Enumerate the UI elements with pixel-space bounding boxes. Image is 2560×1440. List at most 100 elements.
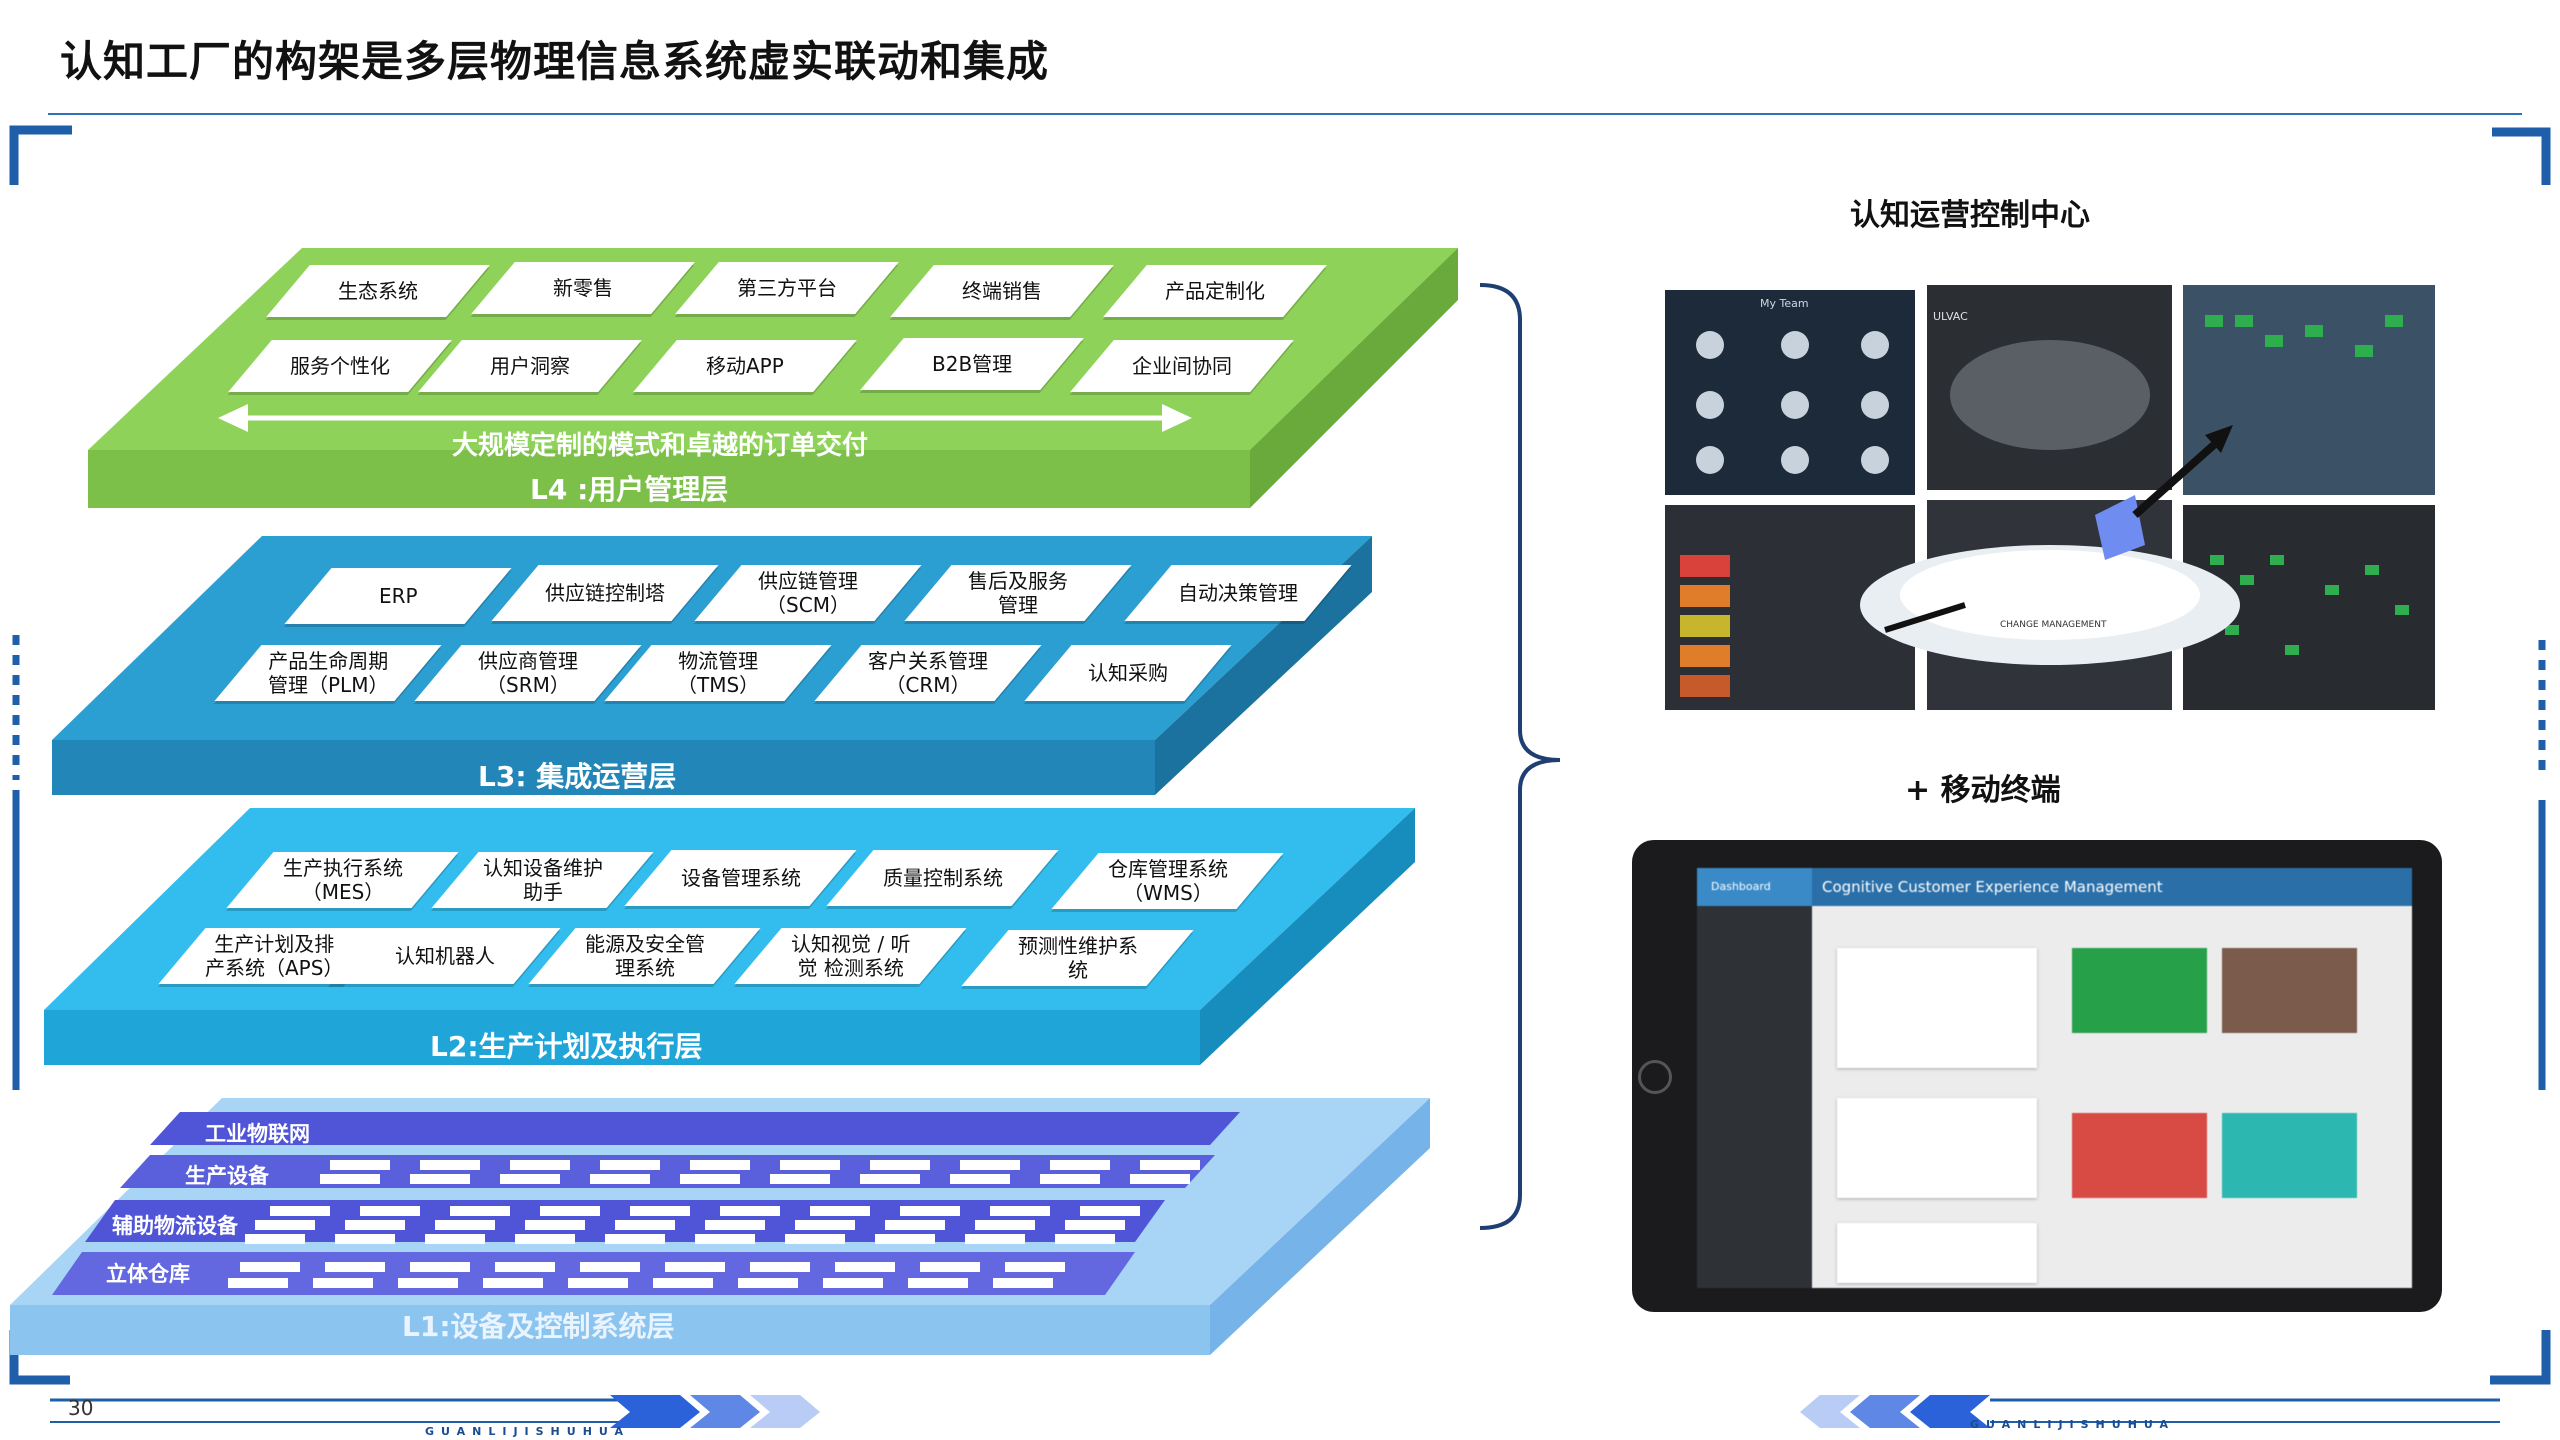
l1-device-cell bbox=[600, 1160, 660, 1170]
l1-band-logistics-equipment: 辅助物流设备 bbox=[112, 1214, 238, 1238]
l1-device-cell bbox=[823, 1278, 883, 1288]
l1-device-cell bbox=[313, 1278, 373, 1288]
l1-device-cell bbox=[630, 1206, 690, 1216]
l1-device-cell bbox=[410, 1262, 470, 1272]
l1-device-cell bbox=[705, 1220, 765, 1230]
l1-device-cell bbox=[1040, 1174, 1100, 1184]
l1-device-cell bbox=[525, 1220, 585, 1230]
popular-devices-card bbox=[1837, 1098, 2037, 1198]
l1-device-cell bbox=[720, 1206, 780, 1216]
tablet-device: Cognitive Customer Experience Management… bbox=[1632, 840, 2442, 1312]
l1-band-production-equipment: 生产设备 bbox=[185, 1164, 269, 1188]
page-number: 30 bbox=[68, 1396, 94, 1420]
l1-device-cell bbox=[245, 1234, 305, 1244]
l1-device-cell bbox=[495, 1262, 555, 1272]
l1-device-cell bbox=[835, 1262, 895, 1272]
whats-new-card bbox=[1837, 1223, 2037, 1283]
l1-device-cell bbox=[1130, 1174, 1190, 1184]
l1-device-cell bbox=[785, 1234, 845, 1244]
dashboard-screen: Cognitive Customer Experience Management… bbox=[1697, 868, 2412, 1288]
l1-device-cell bbox=[335, 1234, 395, 1244]
alerts-card-red bbox=[2072, 1113, 2207, 1198]
l1-device-cell bbox=[885, 1220, 945, 1230]
l1-device-cell bbox=[860, 1174, 920, 1184]
l1-device-cell bbox=[320, 1174, 380, 1184]
l1-device-cell bbox=[738, 1278, 798, 1288]
l1-device-cell bbox=[960, 1160, 1020, 1170]
l1-device-cell bbox=[750, 1262, 810, 1272]
l1-device-cell bbox=[1005, 1262, 1065, 1272]
l1-device-cell bbox=[255, 1220, 315, 1230]
l1-device-cell bbox=[435, 1220, 495, 1230]
l1-device-cell bbox=[870, 1160, 930, 1170]
mobile-terminal-title: + 移动终端 bbox=[1905, 773, 2061, 808]
l1-device-cell bbox=[975, 1220, 1035, 1230]
ops-ulvac: ULVAC bbox=[1933, 310, 1968, 323]
l1-device-cell bbox=[425, 1234, 485, 1244]
l1-device-cell bbox=[795, 1220, 855, 1230]
l1-device-cell bbox=[1055, 1234, 1115, 1244]
l4-label: L4 :用户管理层 bbox=[530, 473, 729, 506]
ops-center-collage: My Team ULVAC CHANGE MANAGEMENT bbox=[1665, 285, 2435, 713]
l1-band-iiot: 工业物联网 bbox=[205, 1122, 310, 1146]
l1-device-cell bbox=[510, 1160, 570, 1170]
l1-device-cell bbox=[360, 1206, 420, 1216]
l1-device-cell bbox=[483, 1278, 543, 1288]
ops-center-title: 认知运营控制中心 bbox=[1850, 198, 2090, 233]
l1-device-cell bbox=[810, 1206, 870, 1216]
l1-device-cell bbox=[325, 1262, 385, 1272]
l1-label: L1:设备及控制系统层 bbox=[402, 1310, 675, 1343]
l1-device-cell bbox=[515, 1234, 575, 1244]
l1-band-warehouse: 立体仓库 bbox=[106, 1262, 190, 1286]
l1-device-cell bbox=[398, 1278, 458, 1288]
l1-device-cell bbox=[900, 1206, 960, 1216]
l1-device-cell bbox=[615, 1220, 675, 1230]
l1-device-cell bbox=[240, 1262, 300, 1272]
dashboard-tab bbox=[1697, 868, 1812, 906]
l1-device-cell bbox=[690, 1160, 750, 1170]
l1-device-cell bbox=[875, 1234, 935, 1244]
l1-device-cell bbox=[1140, 1160, 1200, 1170]
dashboard-header-title: Cognitive Customer Experience Management bbox=[1822, 878, 2163, 896]
l1-device-cell bbox=[270, 1206, 330, 1216]
slide-title: 认知工厂的构架是多层物理信息系统虚实联动和集成 bbox=[60, 37, 1050, 86]
l4-banner: 大规模定制的模式和卓越的订单交付 bbox=[452, 431, 869, 461]
l1-device-cell bbox=[965, 1234, 1025, 1244]
l1-device-cell bbox=[345, 1220, 405, 1230]
l1-device-cell bbox=[568, 1278, 628, 1288]
ops-change-management: CHANGE MANAGEMENT bbox=[2000, 620, 2107, 630]
l1-device-cell bbox=[605, 1234, 665, 1244]
dashboard-header-bar bbox=[1697, 868, 2412, 906]
l1-device-cell bbox=[590, 1174, 650, 1184]
l1-device-cell bbox=[950, 1174, 1010, 1184]
messages-card-teal bbox=[2222, 1113, 2357, 1198]
l2-label: L2:生产计划及执行层 bbox=[430, 1030, 703, 1063]
dashboard-tab-label: Dashboard bbox=[1711, 880, 1771, 893]
l1-device-cell bbox=[770, 1174, 830, 1184]
l1-device-cell bbox=[228, 1278, 288, 1288]
l1-device-cell bbox=[500, 1174, 560, 1184]
footer-text-left: GUANLIJISHUHUA bbox=[425, 1425, 631, 1438]
l3-label: L3: 集成运营层 bbox=[478, 760, 677, 793]
l1-device-cell bbox=[1065, 1220, 1125, 1230]
l1-device-cell bbox=[653, 1278, 713, 1288]
l1-device-cell bbox=[420, 1160, 480, 1170]
l1-device-cell bbox=[780, 1160, 840, 1170]
l1-device-cell bbox=[580, 1262, 640, 1272]
billing-card-brown bbox=[2222, 948, 2357, 1033]
l1-device-cell bbox=[1050, 1160, 1110, 1170]
l1-device-cell bbox=[908, 1278, 968, 1288]
l1-device-cell bbox=[993, 1278, 1053, 1288]
dashboard-sidebar bbox=[1697, 906, 1812, 1288]
l1-device-cell bbox=[540, 1206, 600, 1216]
l1-device-cell bbox=[990, 1206, 1050, 1216]
billing-card-green bbox=[2072, 948, 2207, 1033]
l1-device-cell bbox=[680, 1174, 740, 1184]
footer-text-right: GUANLIJISHUHUA bbox=[1970, 1418, 2176, 1431]
l1-device-cell bbox=[330, 1160, 390, 1170]
l1-device-cell bbox=[1080, 1206, 1140, 1216]
l1-device-cell bbox=[695, 1234, 755, 1244]
l1-device-cell bbox=[410, 1174, 470, 1184]
l1-device-cell bbox=[665, 1262, 725, 1272]
